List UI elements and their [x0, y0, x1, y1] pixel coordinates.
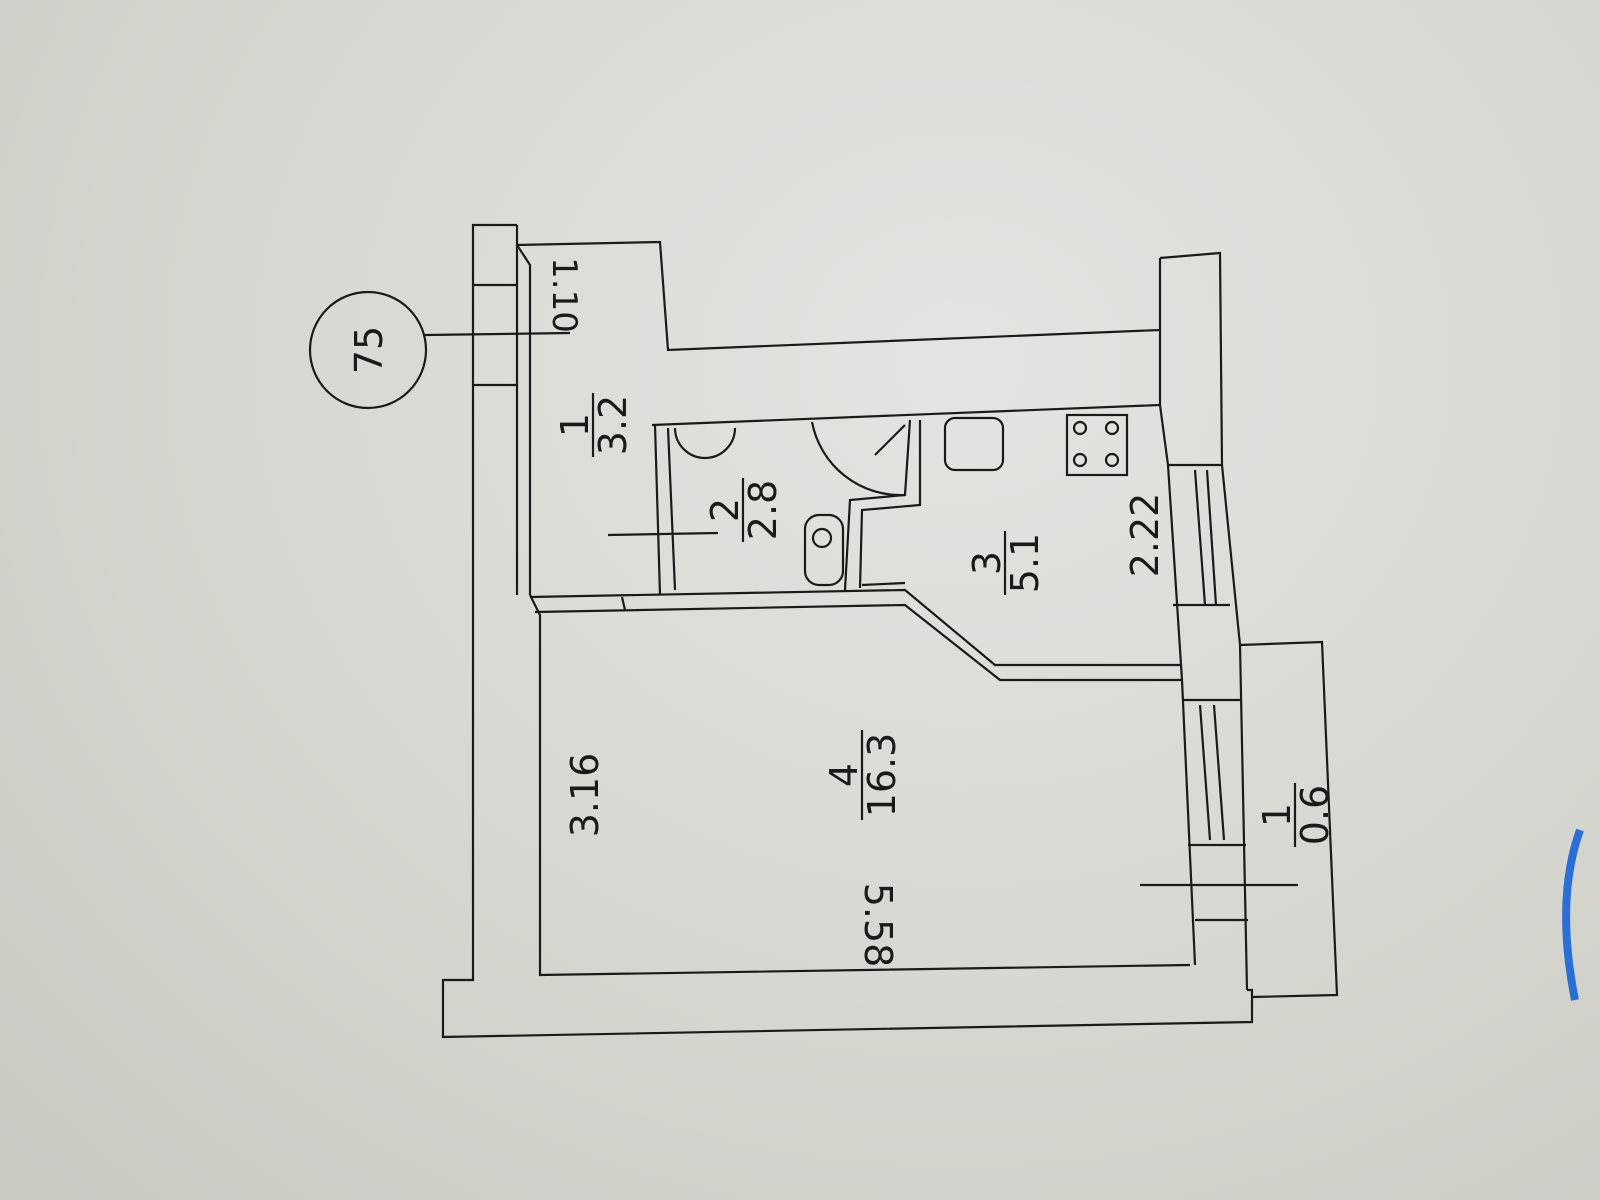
- svg-text:3.2: 3.2: [591, 395, 635, 455]
- svg-text:2: 2: [703, 498, 747, 522]
- sink-icon: [673, 427, 737, 460]
- svg-text:1: 1: [1255, 803, 1299, 827]
- svg-text:2.8: 2.8: [741, 480, 785, 540]
- svg-text:16.3: 16.3: [860, 733, 904, 818]
- room-2-label: 2 2.8: [703, 478, 785, 542]
- dimension-2: 2.22: [1123, 493, 1167, 578]
- interior-walls: [529, 403, 1182, 682]
- fixtures: [673, 413, 1129, 587]
- svg-text:1: 1: [553, 413, 597, 437]
- outer-walls: [441, 223, 1339, 1039]
- dimension-4: 5.58: [856, 883, 900, 968]
- svg-text:0.6: 0.6: [1293, 785, 1337, 845]
- dimension-3: 3.16: [563, 753, 607, 838]
- svg-text:5.1: 5.1: [1003, 533, 1047, 593]
- room-4-label: 4 16.3: [822, 730, 904, 820]
- room-1-label: 1 3.2: [553, 393, 635, 457]
- apartment-number: 75: [347, 326, 391, 374]
- kitchen-sink-icon: [943, 416, 1005, 472]
- dimension-1: 1.10: [544, 257, 584, 333]
- room-3-label: 3 5.1: [965, 531, 1047, 595]
- apartment-number-circle: [308, 290, 428, 410]
- toilet-icon: [803, 513, 845, 587]
- door-swing-icon: [810, 421, 906, 497]
- svg-text:3: 3: [965, 551, 1009, 575]
- svg-text:4: 4: [822, 763, 866, 787]
- balcony-label: 1 0.6: [1255, 783, 1337, 847]
- blue-stamp-edge: [1562, 828, 1584, 1001]
- stove-icon: [1065, 413, 1129, 477]
